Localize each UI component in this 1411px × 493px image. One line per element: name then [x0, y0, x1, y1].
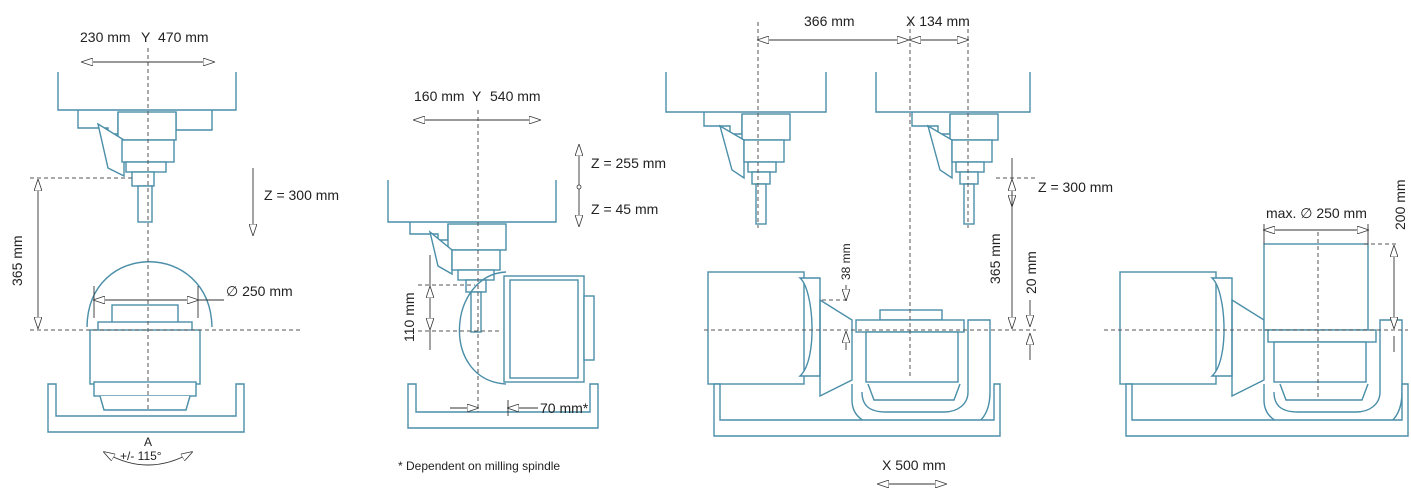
view1-y-left-label: 230 mm: [80, 29, 131, 45]
view3-base: [713, 383, 1001, 437]
view3-spindle-head-left: [665, 72, 827, 113]
view1-spindle-head: [57, 72, 237, 111]
view2-height-label: 110 mm: [401, 292, 417, 342]
view1-a-axis-label: A: [144, 435, 152, 449]
view1-base: [47, 383, 245, 433]
view2-y-left-label: 160 mm: [414, 88, 465, 104]
view4-drawing: [1104, 224, 1409, 437]
view4-workpiece: [1263, 243, 1369, 331]
view2-base: [407, 383, 599, 429]
view4-base: [1125, 383, 1409, 437]
view3-height-38-label: 38 mm: [839, 243, 853, 280]
view4-max-diameter-label: max. ∅ 250 mm: [1266, 205, 1367, 221]
view1-height-label: 365 mm: [9, 235, 25, 286]
view2-spindle-head: [387, 180, 557, 223]
view2-z-up-label: Z = 255 mm: [591, 155, 666, 171]
view3-height-label: 365 mm: [987, 233, 1003, 284]
view2-offset-label: 70 mm*: [540, 400, 589, 416]
view1-a-range-label: +/- 115°: [120, 449, 162, 463]
view2-y-axis-label: Y: [472, 88, 482, 104]
view3-x-left-label: 366 mm: [804, 13, 855, 29]
view1-z-travel-label: Z = 300 mm: [264, 187, 339, 203]
view3-drawing: [665, 22, 1036, 484]
view3-spindle-head-right: [875, 72, 1031, 113]
view2-y-right-label: 540 mm: [490, 88, 541, 104]
view4-height-label: 200 mm: [1392, 179, 1408, 230]
view3-z-travel-label: Z = 300 mm: [1038, 179, 1113, 195]
view3-height-small-label: 20 mm: [1023, 251, 1039, 294]
view3-x-travel-label: X 500 mm: [882, 457, 946, 473]
view2-footnote: * Dependent on milling spindle: [398, 459, 560, 473]
view3-x-right-label: X 134 mm: [906, 13, 970, 29]
view4-left-motor: [1119, 271, 1217, 385]
view2-drawing: [387, 110, 599, 429]
view2-swing-arc: [458, 271, 507, 385]
view3-left-motor: [707, 271, 805, 385]
view2-z-down-label: Z = 45 mm: [591, 201, 658, 217]
view1-drawing: [30, 48, 300, 466]
view1-diameter-label: ∅ 250 mm: [226, 283, 293, 299]
view1-y-axis-label: Y: [141, 29, 151, 45]
view1-y-right-label: 470 mm: [158, 29, 209, 45]
